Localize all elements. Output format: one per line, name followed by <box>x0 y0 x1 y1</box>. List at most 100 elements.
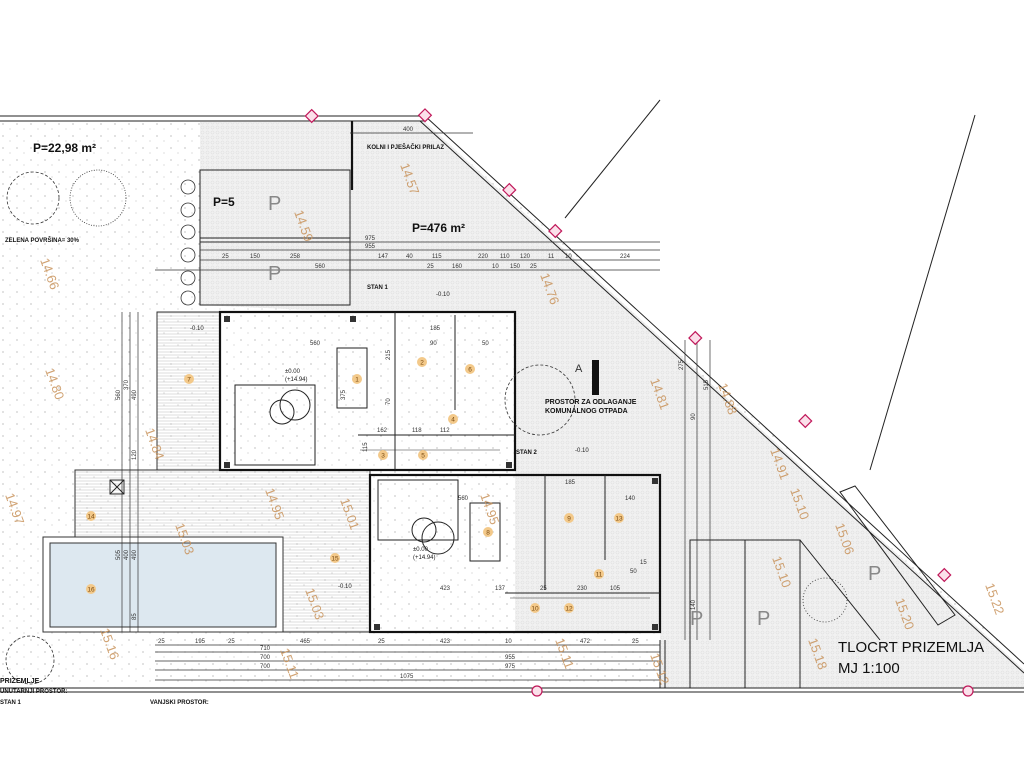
tree-icon <box>5 169 848 685</box>
level-absolute: (+14.94) <box>413 555 436 561</box>
dimension-text: 10 <box>492 264 499 270</box>
dimension-text: 560 <box>116 389 122 400</box>
dimension-text: 140 <box>691 599 697 610</box>
access-label: KOLNI I PJEŠAČKI PRILAZ <box>367 143 444 151</box>
room-number: 15 <box>331 555 339 562</box>
dimension-text: 25 <box>427 264 434 270</box>
room-number: 13 <box>615 515 623 522</box>
green-share: ZELENA POVRŠINA= 30% <box>5 236 80 244</box>
drawing-title: TLOCRT PRIZEMLJA <box>838 639 984 656</box>
dimension-text: 400 <box>124 549 130 560</box>
dimension-text: 10 <box>565 254 572 260</box>
dimension-text: 423 <box>440 639 451 645</box>
lot-area: P=476 m² <box>412 221 465 235</box>
dimension-text: 490 <box>132 389 138 400</box>
paved-driveway <box>200 122 1024 688</box>
dining-table-2 <box>469 502 501 562</box>
dimension-text: 115 <box>432 254 442 260</box>
dimension-text: 15 <box>640 560 647 566</box>
dimension-text: 160 <box>452 264 463 270</box>
dimension-text: 25 <box>530 264 537 270</box>
dimension-text: 215 <box>386 349 392 360</box>
legend-interior: UNUTARNJI PROSTOR: <box>0 689 67 695</box>
dimension-text: 975 <box>365 236 376 242</box>
dimension-text: 955 <box>505 655 516 661</box>
dimension-text: 185 <box>565 480 576 486</box>
parking-count: P=5 <box>213 195 235 209</box>
level-zero: ±0.00 <box>285 369 301 375</box>
dimension-text: 25 <box>222 254 229 260</box>
dimension-text: 40 <box>406 254 413 260</box>
dimension-text: 220 <box>478 254 489 260</box>
dimension-text: 11 <box>548 254 555 260</box>
sofa <box>234 384 316 466</box>
boundary-diagonal <box>424 115 1024 665</box>
dimension-text: 505 <box>116 549 122 560</box>
dimension-text: 224 <box>620 254 631 260</box>
dimension-text: 710 <box>260 646 271 652</box>
dimension-text: 400 <box>403 127 414 133</box>
dimension-text: 25 <box>378 639 385 645</box>
legend-unit: STAN 1 <box>0 700 22 706</box>
dimension-text: 120 <box>132 449 138 460</box>
dimension-text: 25 <box>228 639 235 645</box>
level-absolute: (+14.94) <box>285 377 308 383</box>
room-badge-11 <box>594 569 604 579</box>
room-number: 12 <box>565 605 573 612</box>
dimension-text: 25 <box>540 586 547 592</box>
drawing-scale: MJ 1:100 <box>838 660 900 677</box>
dimension-text: 258 <box>290 254 301 260</box>
legend-exterior: VANJSKI PROSTOR: <box>150 700 209 706</box>
room-badge-9 <box>564 513 574 523</box>
dimension-text: 85 <box>132 613 138 620</box>
waste-area-label-2: KOMUNALNOG OTPADA <box>545 408 628 415</box>
room-number: 4 <box>451 416 455 423</box>
dimension-text: 465 <box>300 639 311 645</box>
section-label: A <box>575 363 583 375</box>
parking-p: P <box>268 193 281 215</box>
dimension-text: 700 <box>260 664 271 670</box>
dimension-text: 370 <box>124 379 130 390</box>
room-badge-15 <box>330 553 340 563</box>
level-minus: -0.10 <box>190 326 204 332</box>
section-cut-marker <box>592 360 599 395</box>
unit-2-walls <box>368 473 662 634</box>
dimension-text: 150 <box>510 264 521 270</box>
room-number: 14 <box>87 513 95 520</box>
room-badge-2 <box>417 357 427 367</box>
dimension-text: 10 <box>505 639 512 645</box>
room-badge-10 <box>530 603 540 613</box>
room-number: 6 <box>468 366 472 373</box>
dimension-text: 140 <box>625 496 636 502</box>
room-number: 7 <box>187 376 191 383</box>
room-number: 1 <box>355 376 359 383</box>
dimension-text: 700 <box>260 655 271 661</box>
dimension-text: 515 <box>704 379 710 390</box>
room-badge-8 <box>483 527 493 537</box>
room-number: 11 <box>596 571 603 578</box>
dimension-text: 137 <box>495 586 506 592</box>
dimension-text: 25 <box>632 639 639 645</box>
dimension-text: 162 <box>377 428 388 434</box>
unit-1-label: STAN 1 <box>367 285 389 291</box>
level-minus: -0.10 <box>436 292 450 298</box>
dimension-text: 110 <box>500 254 510 260</box>
level-minus: -0.10 <box>575 448 589 454</box>
room-number: 3 <box>381 452 385 459</box>
unit-2-label: STAN 2 <box>516 450 538 456</box>
dimension-text: 115 <box>363 442 369 452</box>
dimension-text: 275 <box>679 359 685 370</box>
legend-floor: PRIZEMLJE <box>0 678 40 685</box>
room-number: 5 <box>421 452 425 459</box>
parking-p: P <box>757 608 770 630</box>
room-badge-1 <box>352 374 362 384</box>
dimension-text: 472 <box>580 639 591 645</box>
dimension-text: 185 <box>430 326 441 332</box>
dimension-text: 490 <box>132 549 138 560</box>
unit-1-walls <box>218 310 517 472</box>
garden-area: P=22,98 m² <box>33 141 96 155</box>
dimension-text: 90 <box>691 413 697 420</box>
dimension-text: 423 <box>440 586 451 592</box>
